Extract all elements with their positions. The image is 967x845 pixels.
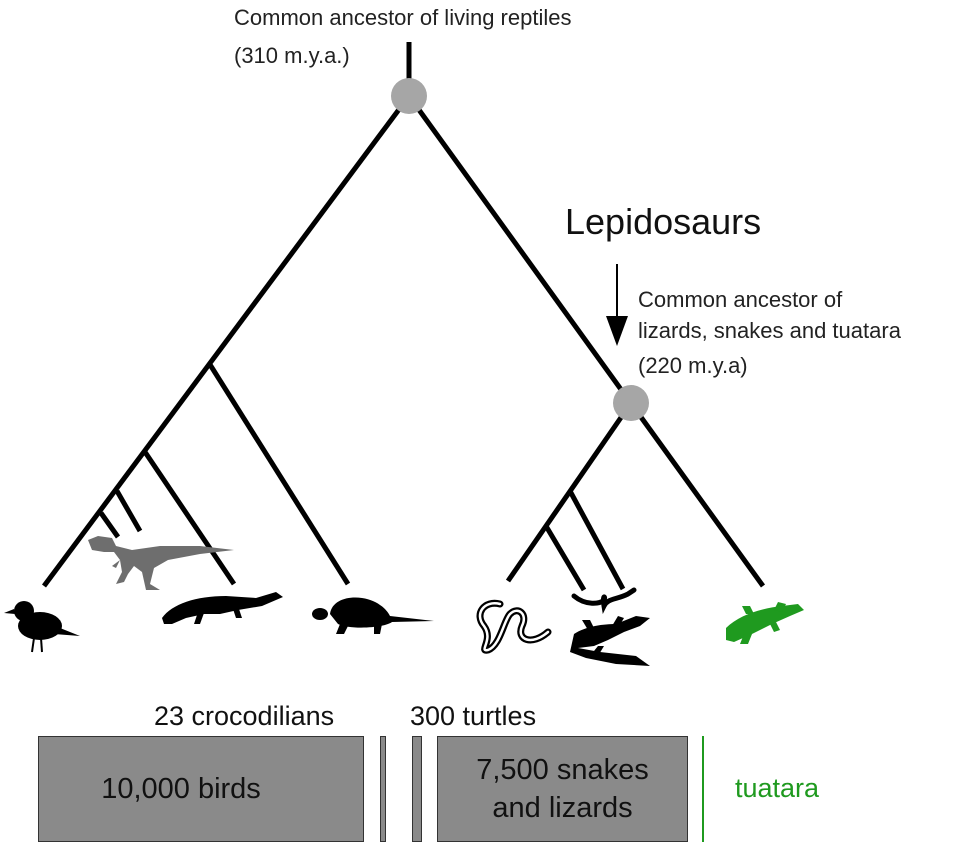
root-node <box>391 78 427 114</box>
lepido-ancestor-line2: lizards, snakes and tuatara <box>638 315 901 346</box>
root-age-label: (310 m.y.a.) <box>234 40 350 71</box>
branch-extinct-1 <box>117 491 140 531</box>
dinosaur-icon <box>88 536 234 590</box>
branch-to-amphisbaenians <box>570 491 623 589</box>
bird-icon <box>4 601 80 652</box>
lepido-age-label: (220 m.y.a) <box>638 350 748 381</box>
branch-to-turtles <box>209 363 348 584</box>
snakes-lizards-bar: 7,500 snakes and lizards <box>437 736 688 842</box>
crocodile-icon <box>162 592 283 624</box>
lepidosaur-node <box>613 385 649 421</box>
branch-to-lizards <box>546 526 584 590</box>
lepido-ancestor-line1: Common ancestor of <box>638 284 842 315</box>
snake-inner <box>480 603 548 650</box>
snakes-lizards-line1: 7,500 snakes <box>476 751 649 789</box>
crocodilians-count: 23 crocodilians <box>154 700 334 732</box>
lizard-icon <box>570 616 650 666</box>
birds-bar: 10,000 birds <box>38 736 364 842</box>
clade-title: Lepidosaurs <box>565 202 761 242</box>
turtles-count: 300 turtles <box>410 700 536 732</box>
tuatara-count: tuatara <box>735 772 819 804</box>
tuatara-icon <box>726 602 804 644</box>
crocodilians-bar <box>380 736 386 842</box>
branch-to-birds <box>44 96 409 586</box>
branch-extinct-2 <box>101 513 118 537</box>
birds-count: 10,000 birds <box>101 770 261 808</box>
turtles-bar <box>412 736 422 842</box>
root-ancestor-label: Common ancestor of living reptiles <box>234 2 571 33</box>
lepidosaur-arrow-head <box>606 316 628 346</box>
snakes-lizards-line2: and lizards <box>492 789 632 827</box>
amphisbaenian-icon <box>574 590 634 606</box>
turtle-icon <box>312 598 434 634</box>
